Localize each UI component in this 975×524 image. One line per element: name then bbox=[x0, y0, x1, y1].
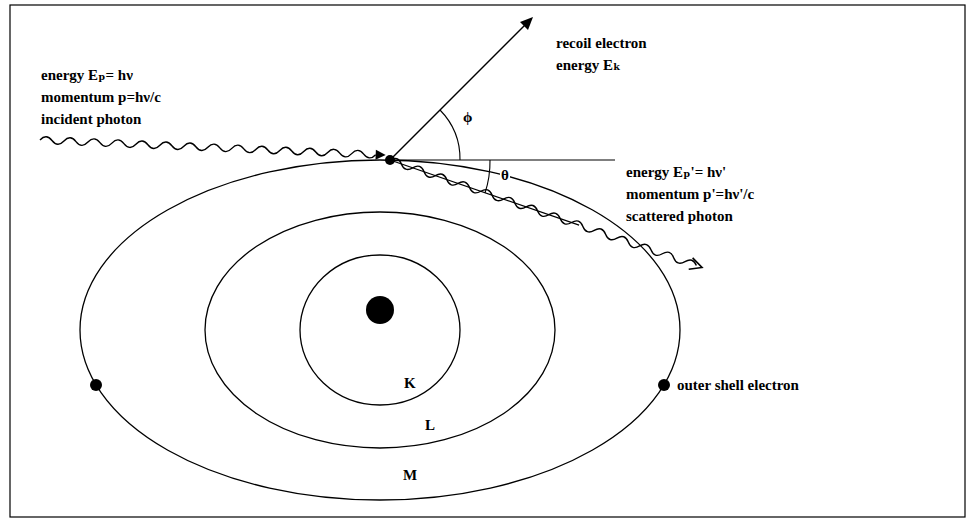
electron-label: recoil electron bbox=[555, 34, 648, 52]
energy-label: energy Eₚ= hν bbox=[40, 66, 134, 84]
photon-label: scattered photon bbox=[625, 207, 734, 225]
arrow-head bbox=[375, 150, 385, 160]
reference-line bbox=[390, 159, 615, 160]
photon-label: incident photon bbox=[40, 110, 142, 128]
incident-photon-wave bbox=[40, 135, 386, 160]
m-shell bbox=[80, 160, 680, 500]
l-shell bbox=[205, 212, 555, 448]
energy-label: energy Eₚ'= hν' bbox=[625, 163, 727, 181]
struck-electron bbox=[385, 155, 395, 165]
arrow-head bbox=[689, 258, 704, 273]
momentum-label: momentum p=hν/c bbox=[40, 88, 162, 106]
arrow-head bbox=[520, 17, 533, 30]
outer-electron bbox=[658, 379, 670, 391]
recoil-electron-arrow bbox=[390, 22, 528, 160]
momentum-label: momentum p'=hν'/c bbox=[625, 185, 755, 203]
energy-label: energy Eₖ bbox=[555, 56, 622, 74]
shell-letter: L bbox=[424, 416, 436, 434]
phi-angle-arc bbox=[440, 110, 460, 160]
scatter-direction-line bbox=[390, 160, 579, 225]
k-shell bbox=[300, 255, 460, 405]
outer-electron bbox=[90, 379, 102, 391]
angle-symbol: θ bbox=[500, 166, 510, 184]
wave-path bbox=[40, 137, 376, 159]
shell-letter: M bbox=[402, 466, 418, 484]
angle-symbol: ϕ bbox=[462, 108, 473, 126]
theta-angle-arc bbox=[485, 160, 490, 193]
shell-letter: K bbox=[403, 374, 417, 392]
frame-border bbox=[10, 5, 965, 517]
electron-label: outer shell electron bbox=[676, 376, 800, 394]
nucleus bbox=[366, 296, 394, 324]
